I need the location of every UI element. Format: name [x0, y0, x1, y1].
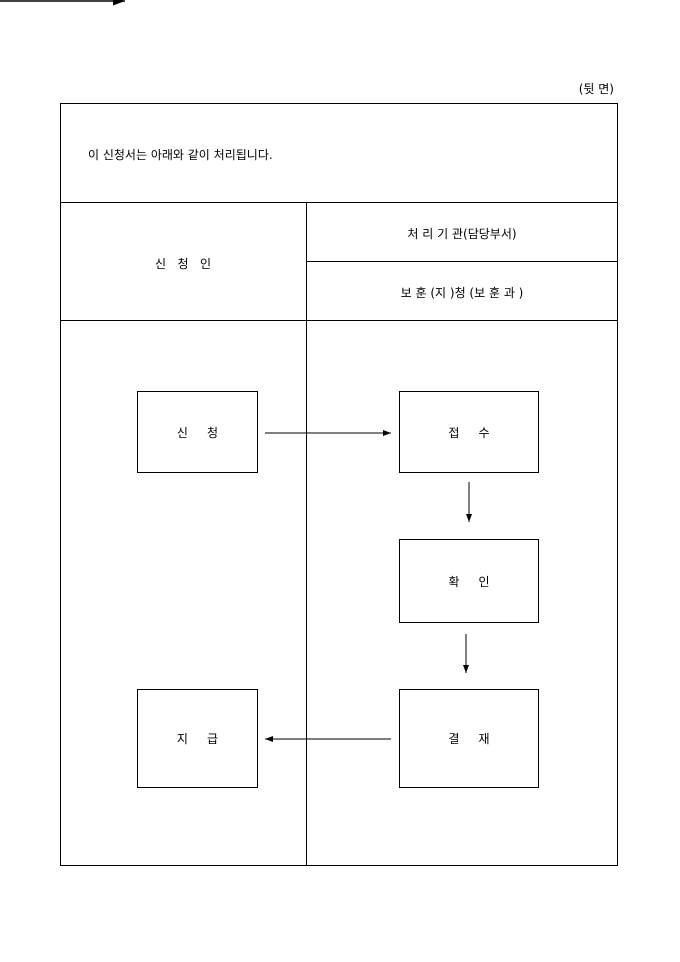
step-confirm: 확 인 [399, 539, 539, 623]
agency-header: 처 리 기 관(담당부서) [407, 227, 517, 241]
process-table [60, 103, 618, 866]
divider [60, 202, 618, 203]
office-header: 보 훈 (지 )청 (보 훈 과 ) [400, 286, 524, 300]
step-apply: 신 청 [137, 391, 258, 473]
divider [306, 261, 618, 262]
divider [60, 320, 618, 321]
page-side-label: (뒷 면) [578, 82, 614, 96]
column-divider [306, 202, 307, 866]
step-pay: 지 급 [137, 689, 258, 788]
step-approve: 결 재 [399, 689, 539, 788]
applicant-header: 신 청 인 [154, 257, 211, 271]
intro-text: 이 신청서는 아래와 같이 처리됩니다. [88, 148, 273, 162]
step-receive: 접 수 [399, 391, 539, 473]
